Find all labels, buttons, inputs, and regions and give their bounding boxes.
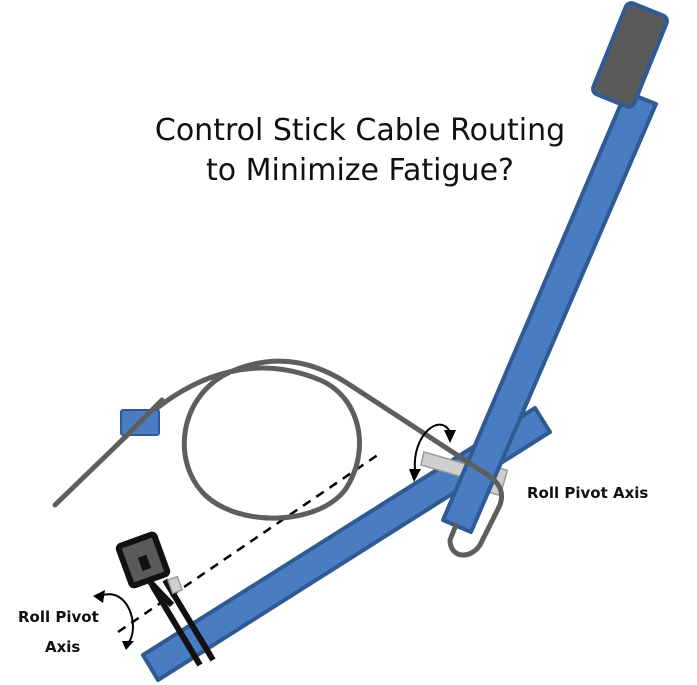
cross-bar	[141, 406, 552, 682]
roll-pivot-axis-label-left-line-2: Axis	[45, 638, 81, 656]
diagram-title-line-2: to Minimize Fatigue?	[206, 153, 514, 188]
cable	[52, 358, 505, 558]
roll-pivot-axis-label-right: Roll Pivot Axis	[527, 484, 649, 502]
control-stick	[441, 90, 658, 534]
roll-pivot-axis-label-left-line-1: Roll Pivot	[18, 608, 99, 626]
stick-base-clamp	[115, 531, 216, 667]
diagram-title-line-1: Control Stick Cable Routing	[154, 113, 566, 148]
roll-rotation-arrow-right	[409, 423, 456, 482]
roll-rotation-arrow-left	[93, 590, 134, 650]
stick-grip	[591, 1, 669, 109]
